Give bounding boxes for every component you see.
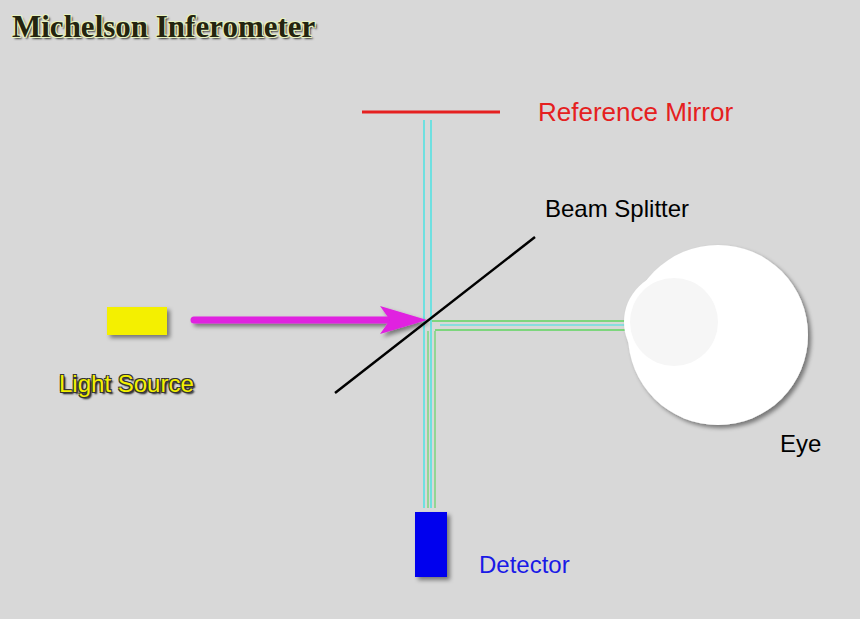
eye: Eye [622, 240, 812, 430]
part-label: Reference Mirror [538, 98, 733, 127]
light-source-shape [107, 307, 167, 335]
node-label: Eye [780, 431, 821, 457]
light-source-body [107, 307, 167, 335]
eye-shape [622, 240, 812, 430]
node-label: Detector [479, 552, 570, 578]
input-arrow [194, 306, 427, 334]
reference-beam [424, 120, 435, 508]
detector-body [415, 512, 447, 577]
detector: Detector [415, 512, 447, 577]
part-label: Beam Splitter [545, 196, 689, 222]
reference-mirror [362, 111, 500, 114]
node-label: Light Source [59, 371, 194, 397]
eyeball [624, 245, 808, 425]
detector-shape [415, 512, 447, 577]
output-beam [432, 321, 630, 330]
cornea [630, 278, 718, 366]
title: Michelson Inferometer [12, 10, 315, 44]
light-source: Light Source [107, 307, 167, 335]
beam-splitter [335, 237, 535, 393]
